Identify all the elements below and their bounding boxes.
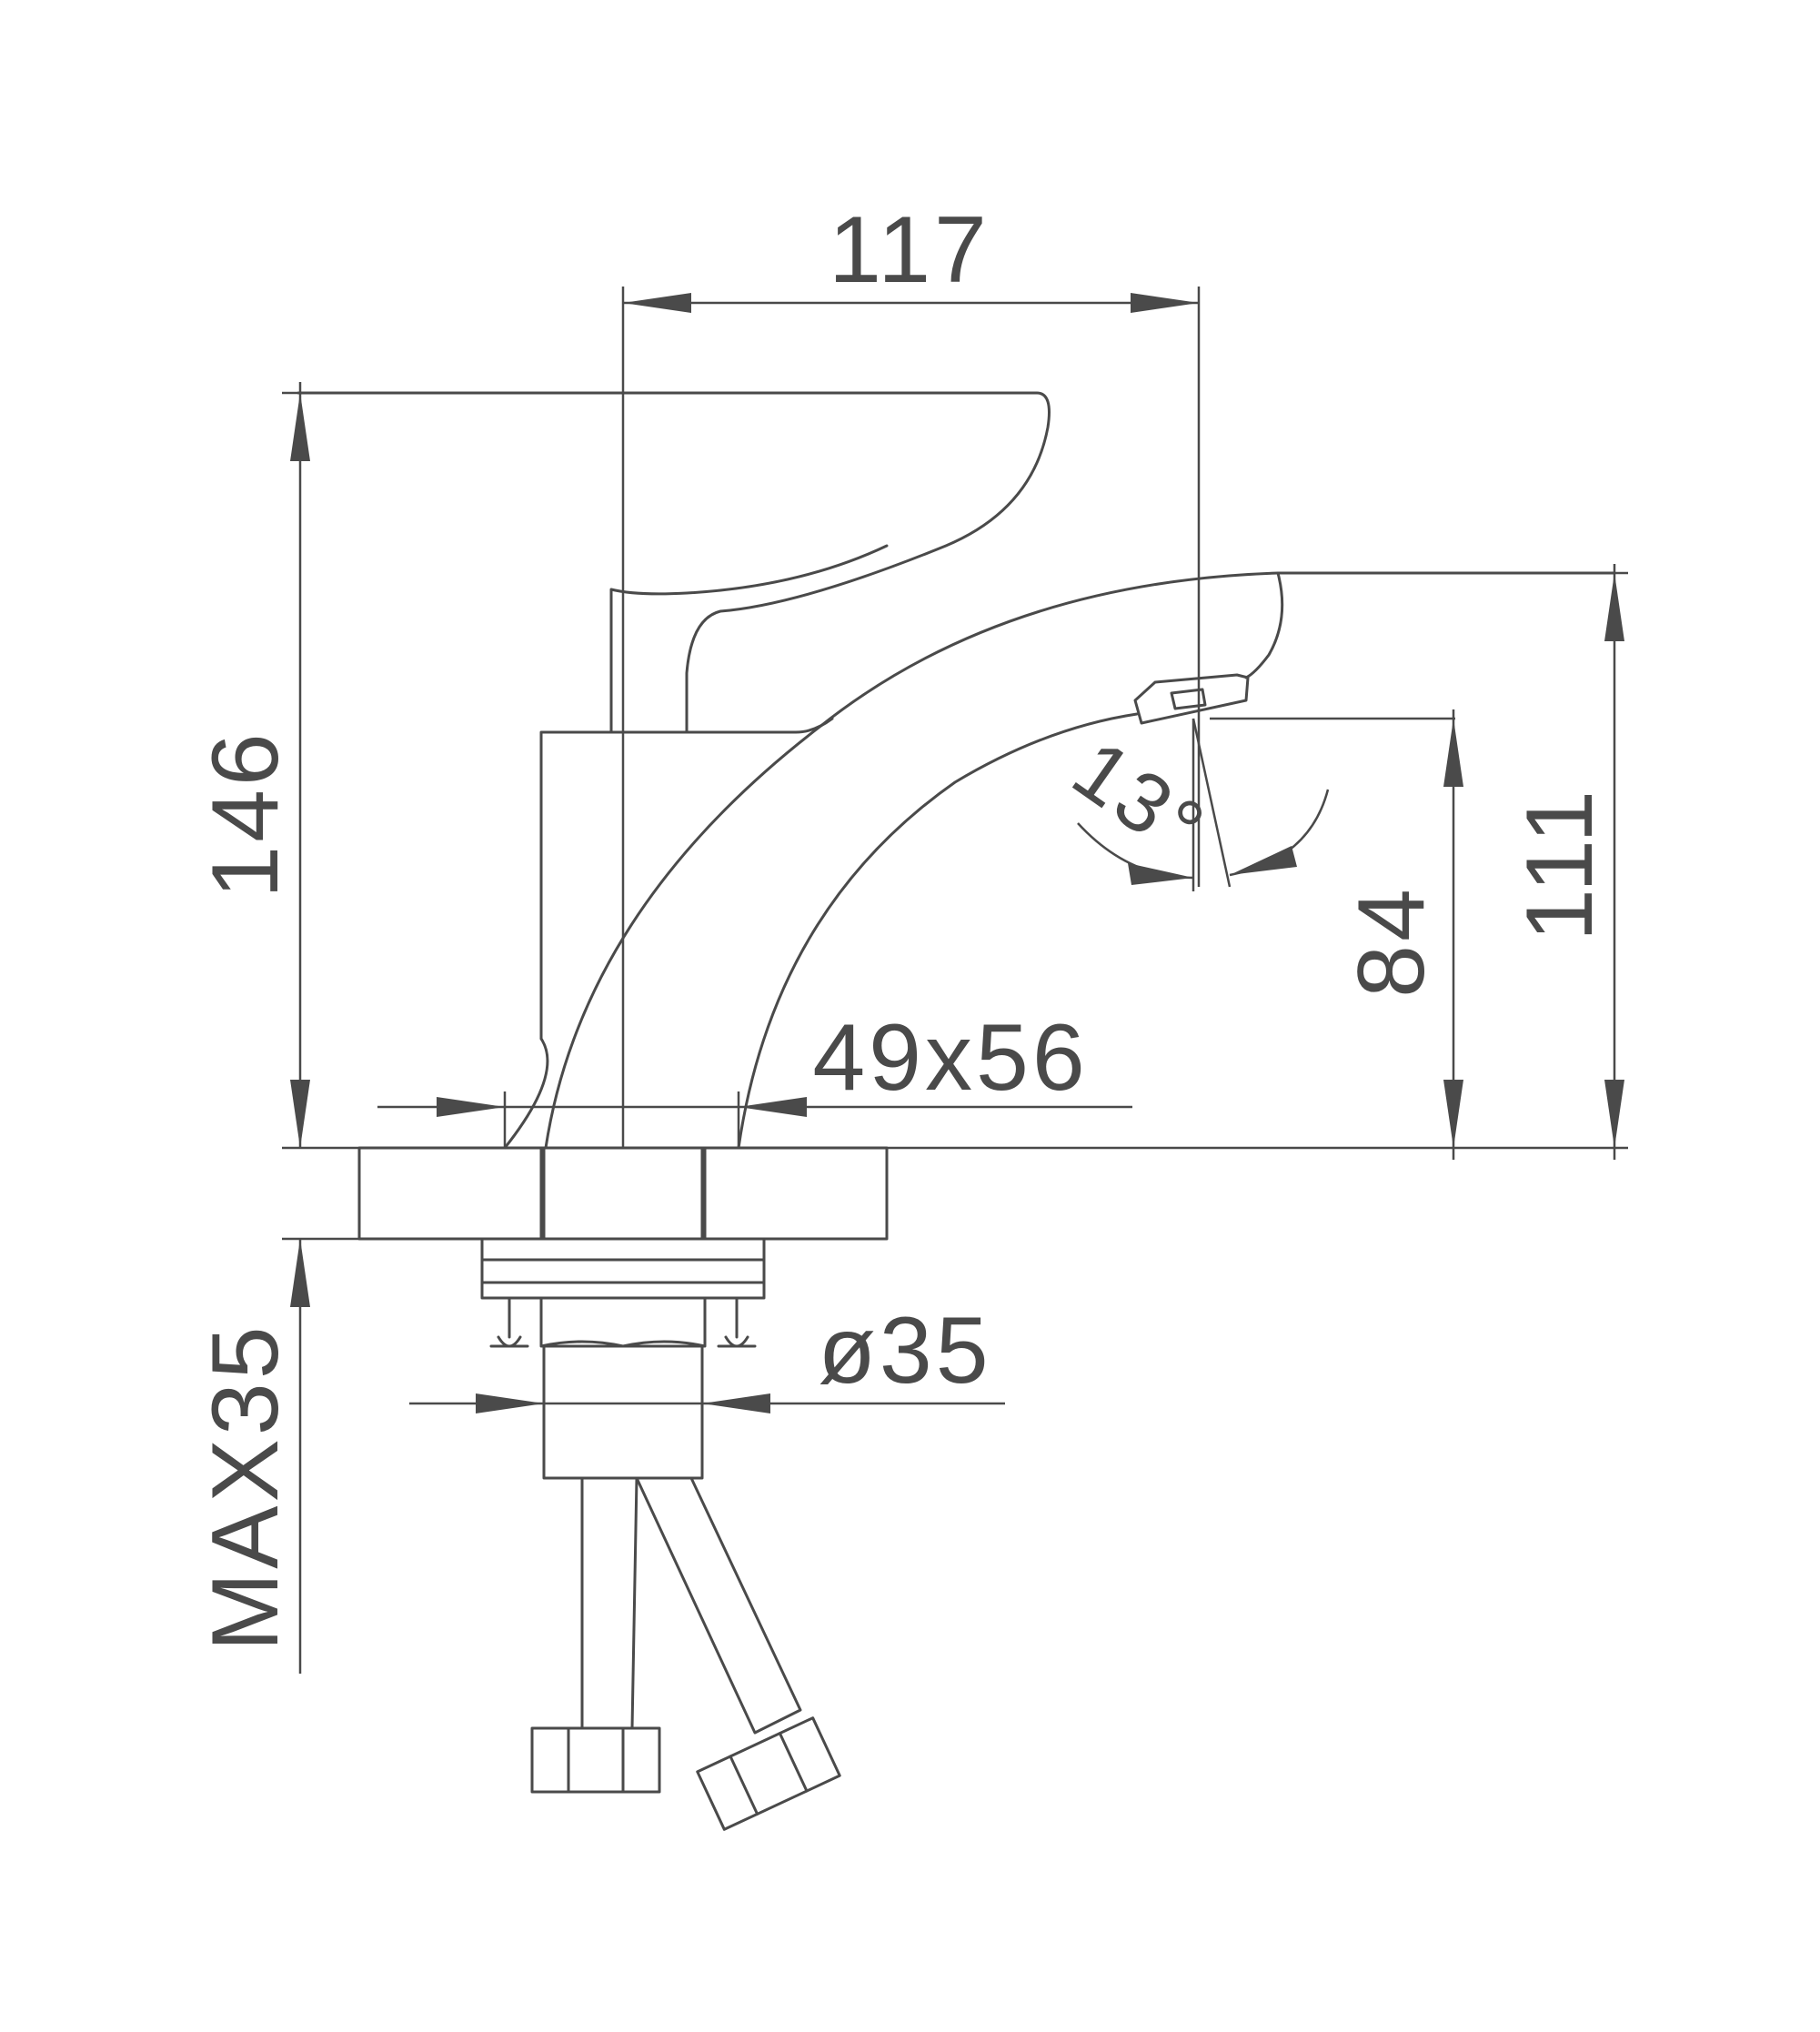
hose-right bbox=[635, 1476, 802, 1735]
fixing-nut bbox=[480, 1237, 766, 1348]
dim-outlet-height-84: 84 bbox=[1339, 885, 1444, 998]
spout-inner bbox=[737, 712, 1139, 1150]
lever-handle bbox=[297, 391, 1051, 734]
hose-left bbox=[580, 1476, 639, 1730]
aerator bbox=[1133, 673, 1250, 725]
faucet-body bbox=[297, 391, 1616, 1150]
spout-tip bbox=[1244, 571, 1284, 679]
braided-hoses bbox=[530, 1476, 841, 1831]
counter-slab bbox=[357, 1146, 889, 1241]
dim-width-117: 117 bbox=[829, 197, 990, 303]
shank-through-counter bbox=[539, 1146, 707, 1241]
dim-spout-height-111: 111 bbox=[1507, 787, 1613, 941]
dim-max-35: MAX35 bbox=[193, 1323, 298, 1651]
hose-nut-right bbox=[696, 1716, 841, 1831]
threaded-shank bbox=[542, 1344, 704, 1480]
counter-section bbox=[357, 1146, 889, 1241]
dim-angle-13: 13° bbox=[1057, 722, 1222, 877]
spout-outer bbox=[544, 571, 1616, 1150]
body-block bbox=[503, 717, 834, 1150]
hose-nut-left bbox=[530, 1726, 661, 1794]
dim-shank-diameter-35: ø35 bbox=[818, 1298, 991, 1403]
dimension-lines bbox=[282, 287, 1628, 1674]
dim-height-146: 146 bbox=[193, 729, 298, 899]
dim-base-49x56: 49x56 bbox=[812, 1005, 1088, 1111]
